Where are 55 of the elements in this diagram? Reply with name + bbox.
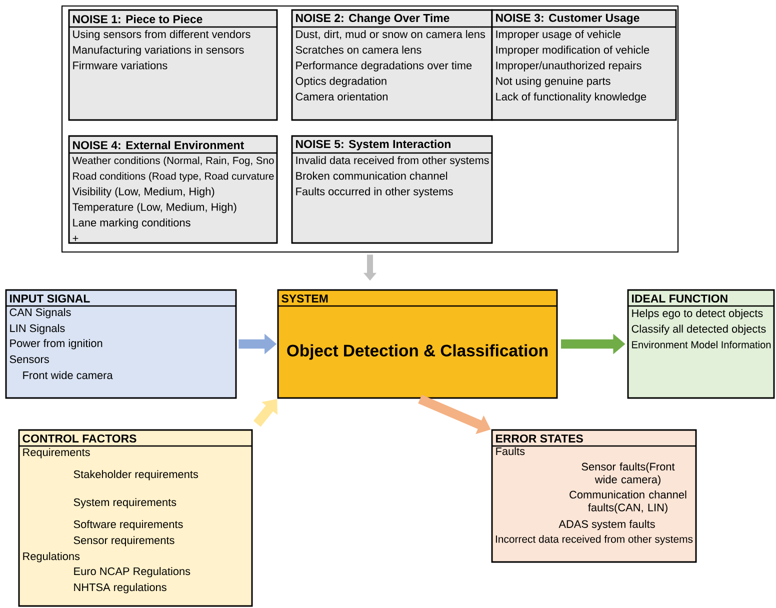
list-item: Improper modification of vehicle [496,46,650,56]
list-item: Lane marking conditions [73,218,190,229]
list-item: Euro NCAP Regulations [74,567,190,578]
panel-heading: NOISE 4: External Environment [73,140,244,150]
list-item: Broken communication channel [296,172,448,180]
list-item: Improper/unauthorized repairs [496,61,642,72]
list-item: LIN Signals [10,324,65,334]
list-item: Invalid data received from other systems [296,156,489,166]
list-item: Manufacturing variations in sensors [73,46,244,56]
list-item: Visibility (Low, Medium, High) [72,187,214,198]
list-item: + [72,236,78,242]
list-item: Requirements [23,448,90,458]
list-item: Environment Model Information [632,340,771,348]
block-arrow [253,399,278,427]
list-item: ADAS system faults [558,520,655,530]
panel-heading: INPUT SIGNAL [10,294,90,303]
list-item: Software requirements [74,520,183,530]
list-item: Incorrect data received from other systems [496,535,693,545]
list-item: Using sensors from different vendors [73,30,250,40]
panel-heading: ERROR STATES [496,434,583,443]
list-item: Road conditions (Road type, Road curvature [73,172,274,182]
list-item: Faults [496,447,525,456]
list-item: Regulations [23,552,80,562]
list-item: Scratches on camera lens [296,46,422,54]
list-item: Improper usage of vehicle [496,30,621,40]
list-item: Optics degradation [296,76,386,88]
panel-heading: NOISE 3: Customer Usage [496,14,640,24]
list-item: Lack of functionality knowledge [496,92,646,103]
list-item: Helps ego to detect objects [632,309,763,320]
list-item: Dust, dirt, mud or snow on camera lens [296,30,486,40]
list-item: Sensors [10,355,49,364]
panel-heading: IDEAL FUNCTION [632,294,728,303]
list-item: Weather conditions (Normal, Rain, Fog, Sno [72,156,274,166]
panel-heading: SYSTEM [282,294,328,303]
list-item: NHTSA regulations [74,583,166,594]
list-item: Firmware variations [73,61,168,70]
list-item: Power from ignition [10,339,102,350]
panel-heading: CONTROL FACTORS [22,434,136,443]
list-item: Classify all detected objects [632,324,766,335]
panel-heading: NOISE 5: System Interaction [296,140,450,150]
list-item: Sensor faults(Front wide camera) [582,462,675,486]
panel-heading: NOISE 1: Piece to Piece [73,14,202,24]
list-item: CAN Signals [10,308,71,318]
list-item: Front wide camera [23,371,113,380]
list-item: Faults occurred in other systems [296,187,453,198]
system-title: Object Detection & Classification [287,344,548,360]
list-item: System requirements [74,498,176,508]
panel-heading: NOISE 2: Change Over Time [296,14,450,24]
list-item: Not using genuine parts [496,76,610,88]
list-item: Temperature (Low, Medium, High) [72,202,236,214]
list-item: Camera orientation [296,92,388,100]
list-item: Sensor requirements [74,536,174,546]
list-item: Communication channel faults(CAN, LIN) [570,490,686,514]
list-item: Stakeholder requirements [74,470,198,480]
list-item: Performance degradations over time [296,61,472,72]
